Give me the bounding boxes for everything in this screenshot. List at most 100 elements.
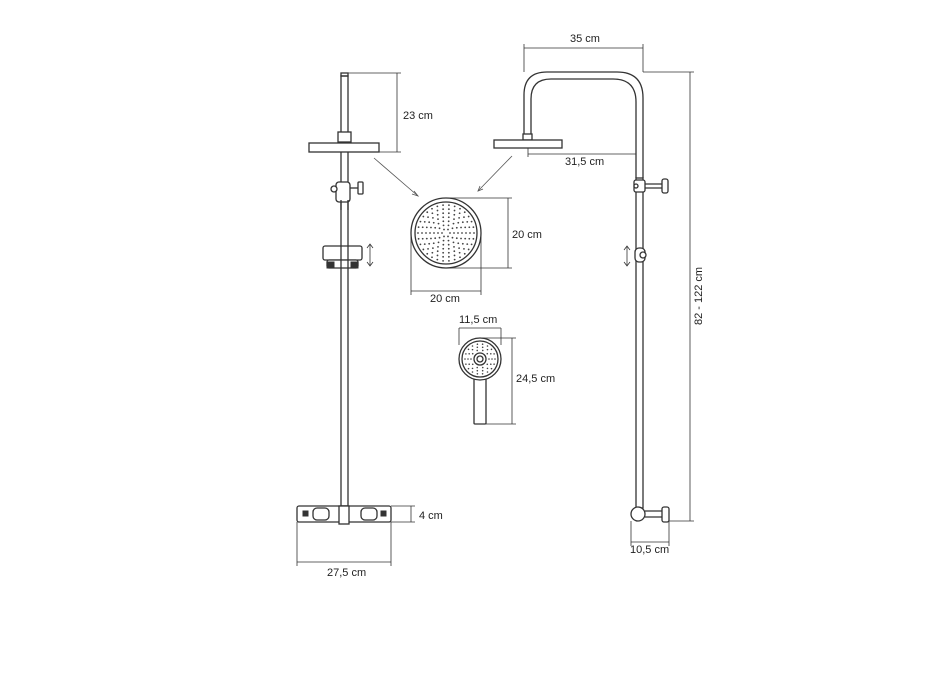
label-31-5cm: 31,5 cm bbox=[565, 156, 604, 168]
nozzle-dot bbox=[431, 251, 434, 254]
nozzle-dot bbox=[481, 366, 484, 369]
nozzle-dot bbox=[422, 248, 425, 251]
nozzle-dot bbox=[447, 216, 450, 219]
nozzle-dot bbox=[423, 220, 426, 223]
nozzle-dot bbox=[436, 213, 439, 216]
nozzle-dot bbox=[447, 208, 450, 211]
nozzle-dot bbox=[467, 358, 469, 360]
nozzle-dot bbox=[433, 232, 435, 234]
nozzle-dot bbox=[490, 352, 492, 355]
nozzle-dot bbox=[476, 343, 479, 346]
nozzle-dot bbox=[481, 372, 484, 375]
dim-20cm-height: 20 cm bbox=[446, 197, 542, 269]
dim-24-5cm: 24,5 cm bbox=[480, 337, 555, 425]
side-vertical-pipe bbox=[635, 177, 644, 509]
nozzle-dot bbox=[468, 226, 471, 229]
nozzle-dot bbox=[437, 218, 439, 221]
nozzle-dot bbox=[458, 247, 460, 250]
nozzle-dot bbox=[430, 237, 432, 240]
rain-head-nozzles bbox=[417, 204, 475, 262]
nozzle-dot bbox=[493, 353, 495, 355]
nozzle-dot bbox=[476, 372, 479, 375]
nozzle-dot bbox=[470, 358, 472, 360]
nozzle-dot bbox=[473, 232, 475, 234]
nozzle-dot bbox=[436, 205, 439, 208]
nozzle-dot bbox=[464, 237, 467, 240]
nozzle-dot bbox=[425, 232, 427, 234]
nozzle-dot bbox=[457, 242, 460, 245]
nozzle-dot bbox=[472, 226, 475, 229]
nozzle-dot bbox=[486, 352, 489, 355]
nozzle-dot bbox=[438, 236, 441, 239]
nozzle-dot bbox=[447, 251, 450, 254]
nozzle-dot bbox=[471, 345, 474, 347]
nozzle-dot bbox=[490, 367, 493, 370]
nozzle-dot bbox=[471, 367, 474, 370]
nozzle-dot bbox=[437, 222, 440, 225]
nozzle-dot bbox=[421, 226, 424, 229]
side-view-shower-column bbox=[493, 71, 670, 523]
nozzle-dot bbox=[471, 352, 474, 355]
nozzle-dot bbox=[476, 346, 479, 349]
side-rain-head bbox=[493, 139, 563, 149]
nozzle-dot bbox=[458, 212, 461, 215]
nozzle-dot bbox=[453, 205, 456, 208]
nozzle-dot bbox=[465, 363, 467, 365]
nozzle-dot bbox=[442, 204, 444, 207]
nozzle-dot bbox=[451, 236, 454, 239]
nozzle-dot bbox=[481, 349, 484, 352]
nozzle-dot bbox=[419, 243, 422, 246]
label-35cm: 35 cm bbox=[570, 33, 600, 45]
nozzle-dot bbox=[457, 221, 460, 224]
nozzle-dot bbox=[470, 243, 473, 246]
nozzle-dot bbox=[468, 363, 470, 366]
label-11-5cm: 11,5 cm bbox=[459, 314, 497, 326]
nozzle-dot bbox=[427, 216, 429, 218]
nozzle-dot bbox=[419, 220, 422, 223]
nozzle-dot bbox=[455, 237, 458, 240]
nozzle-dot bbox=[453, 245, 455, 248]
nozzle-dot bbox=[471, 363, 474, 366]
nozzle-dot bbox=[461, 242, 464, 245]
nozzle-dot bbox=[453, 254, 456, 257]
label-23cm: 23 cm bbox=[403, 110, 433, 122]
nozzle-dot bbox=[481, 343, 484, 346]
nozzle-dot bbox=[481, 369, 484, 372]
nozzle-dot bbox=[463, 248, 465, 250]
nozzle-dot bbox=[469, 232, 471, 234]
label-24-5cm: 24,5 cm bbox=[516, 373, 555, 385]
nozzle-dot bbox=[436, 250, 439, 253]
nozzle-dot bbox=[471, 348, 474, 351]
nozzle-dot bbox=[494, 358, 496, 360]
label-20cm-height: 20 cm bbox=[512, 229, 542, 241]
hand-shower-holder bbox=[322, 245, 363, 269]
nozzle-dot bbox=[442, 255, 445, 258]
nozzle-dot bbox=[466, 220, 469, 223]
nozzle-dot bbox=[459, 256, 461, 259]
dim-20cm-width: 20 cm bbox=[410, 233, 482, 305]
hand-shower bbox=[458, 337, 502, 425]
nozzle-dot bbox=[460, 226, 462, 229]
nozzle-dot bbox=[465, 353, 467, 355]
nozzle-dot bbox=[449, 232, 451, 234]
nozzle-dot bbox=[428, 221, 431, 224]
nozzle-dot bbox=[426, 252, 429, 255]
nozzle-dot bbox=[447, 247, 450, 250]
nozzle-dot bbox=[453, 218, 455, 221]
nozzle-dot bbox=[443, 228, 445, 231]
nozzle-dot bbox=[481, 346, 484, 349]
nozzle-dot bbox=[436, 254, 439, 257]
nozzle-dot bbox=[432, 247, 434, 250]
nozzle-dot bbox=[442, 247, 445, 250]
dim-82-122cm: 82 - 122 cm bbox=[643, 71, 705, 522]
nozzle-dot bbox=[490, 363, 492, 366]
nozzle-dot bbox=[442, 208, 445, 211]
nozzle-dot bbox=[468, 352, 470, 355]
label-10-5cm: 10,5 cm bbox=[630, 544, 669, 556]
nozzle-dot bbox=[448, 204, 450, 207]
slide-range-arrow bbox=[366, 243, 374, 267]
head-connector bbox=[337, 131, 352, 143]
side-head-connector bbox=[522, 133, 533, 141]
nozzle-dot bbox=[458, 216, 460, 219]
nozzle-dot bbox=[442, 239, 445, 242]
